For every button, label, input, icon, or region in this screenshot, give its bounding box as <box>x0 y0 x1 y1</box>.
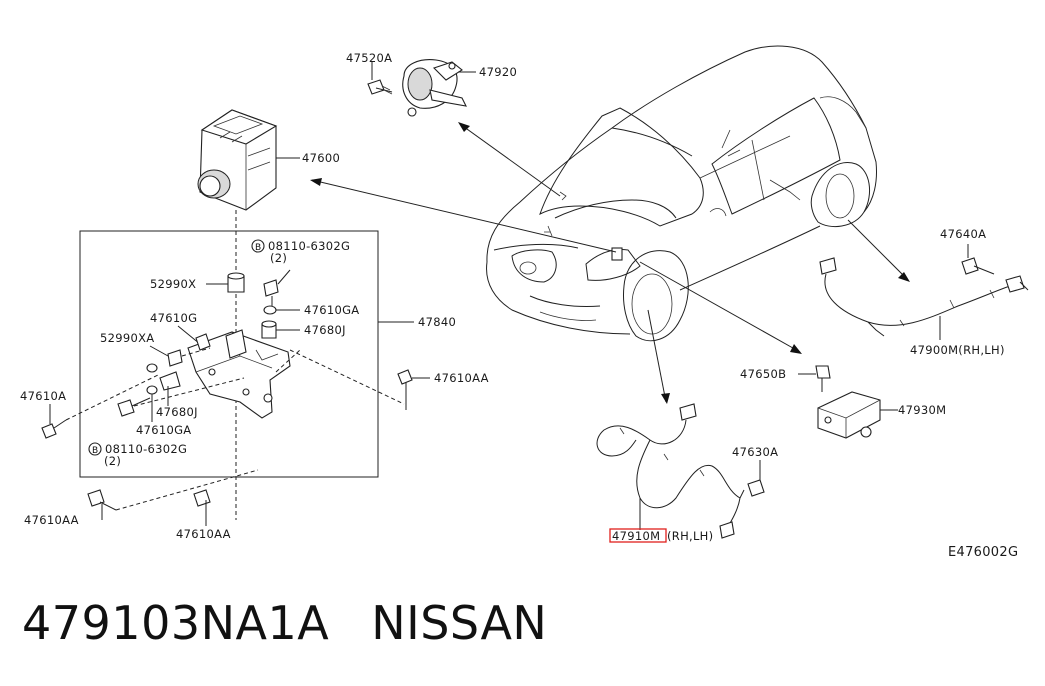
nut-47650B <box>798 365 831 392</box>
car-pointer-lines <box>310 122 910 404</box>
dashed-to-47610AA-right <box>275 349 430 410</box>
label-08110-top-qty: (2) <box>270 251 287 265</box>
front-wheel-sensor-47910M <box>596 403 741 539</box>
label-47910M: 47910M <box>612 529 660 543</box>
grommet-52990X <box>206 272 245 293</box>
label-47610G: 47610G <box>150 311 197 325</box>
stud-47610G <box>177 325 211 351</box>
label-47650B: 47650B <box>740 367 786 381</box>
spacer-47680J-top <box>261 320 300 339</box>
washer-47610GA-top <box>263 305 300 315</box>
bolt-08110-top: B <box>251 239 291 312</box>
label-47920: 47920 <box>479 65 517 79</box>
label-47610AA-left: 47610AA <box>24 513 79 527</box>
bolt-47610AA-left <box>87 469 259 520</box>
bracket-assembly-frame <box>79 230 379 478</box>
drawing-code: E476002G <box>948 545 1018 560</box>
bolt-47640A <box>961 244 995 275</box>
label-08110-bottom: 08110-6302G <box>105 442 187 456</box>
grommet-52990XA <box>149 345 211 367</box>
label-52990XA: 52990XA <box>100 331 154 345</box>
label-47680J-bottom: 47680J <box>156 405 198 419</box>
g-sensor-47930M <box>817 391 898 439</box>
label-47680J-top: 47680J <box>304 323 346 337</box>
footer-brand: NISSAN <box>371 596 548 650</box>
label-47610GA-bottom: 47610GA <box>136 423 191 437</box>
bolt-b-circle-bottom: B <box>92 446 98 456</box>
label-47600: 47600 <box>302 151 340 165</box>
washer-52990XA-small <box>146 363 158 373</box>
washer-47610GA-bottom <box>146 385 158 422</box>
label-47640A: 47640A <box>940 227 986 241</box>
label-47630A: 47630A <box>732 445 778 459</box>
label-47900M: 47900M(RH,LH) <box>910 343 1005 357</box>
bolt-47610AA-bottom <box>193 489 211 526</box>
rear-wheel-sensor-47900M <box>819 257 1029 340</box>
footer-caption: 479103NA1A NISSAN <box>22 596 547 650</box>
vehicle-outline <box>486 45 877 342</box>
label-08110-top: 08110-6302G <box>268 239 350 253</box>
bolt-08110-bottom: B <box>88 377 245 456</box>
footer-part-number: 479103NA1A <box>22 596 330 650</box>
bolt-47630A <box>739 460 765 499</box>
abs-actuator-47600 <box>197 109 300 211</box>
bolt-b-circle-top: B <box>255 243 261 253</box>
label-47610A: 47610A <box>20 389 66 403</box>
label-47520A: 47520A <box>346 51 392 65</box>
label-47910M-suffix: (RH,LH) <box>667 529 713 543</box>
label-47840: 47840 <box>418 315 456 329</box>
bolt-47610A <box>41 373 161 439</box>
bolt-47520A <box>367 62 393 95</box>
yaw-sensor-47920 <box>402 59 476 117</box>
label-08110-bottom-qty: (2) <box>104 454 121 468</box>
label-47610AA-right: 47610AA <box>434 371 489 385</box>
actuator-bracket <box>187 329 291 419</box>
spacer-47680J-bottom <box>159 371 181 406</box>
label-47610AA-bottom: 47610AA <box>176 527 231 541</box>
label-52990X: 52990X <box>150 277 196 291</box>
label-47930M: 47930M <box>898 403 946 417</box>
label-47610GA-top: 47610GA <box>304 303 359 317</box>
highlight-box-47910M <box>609 528 667 543</box>
